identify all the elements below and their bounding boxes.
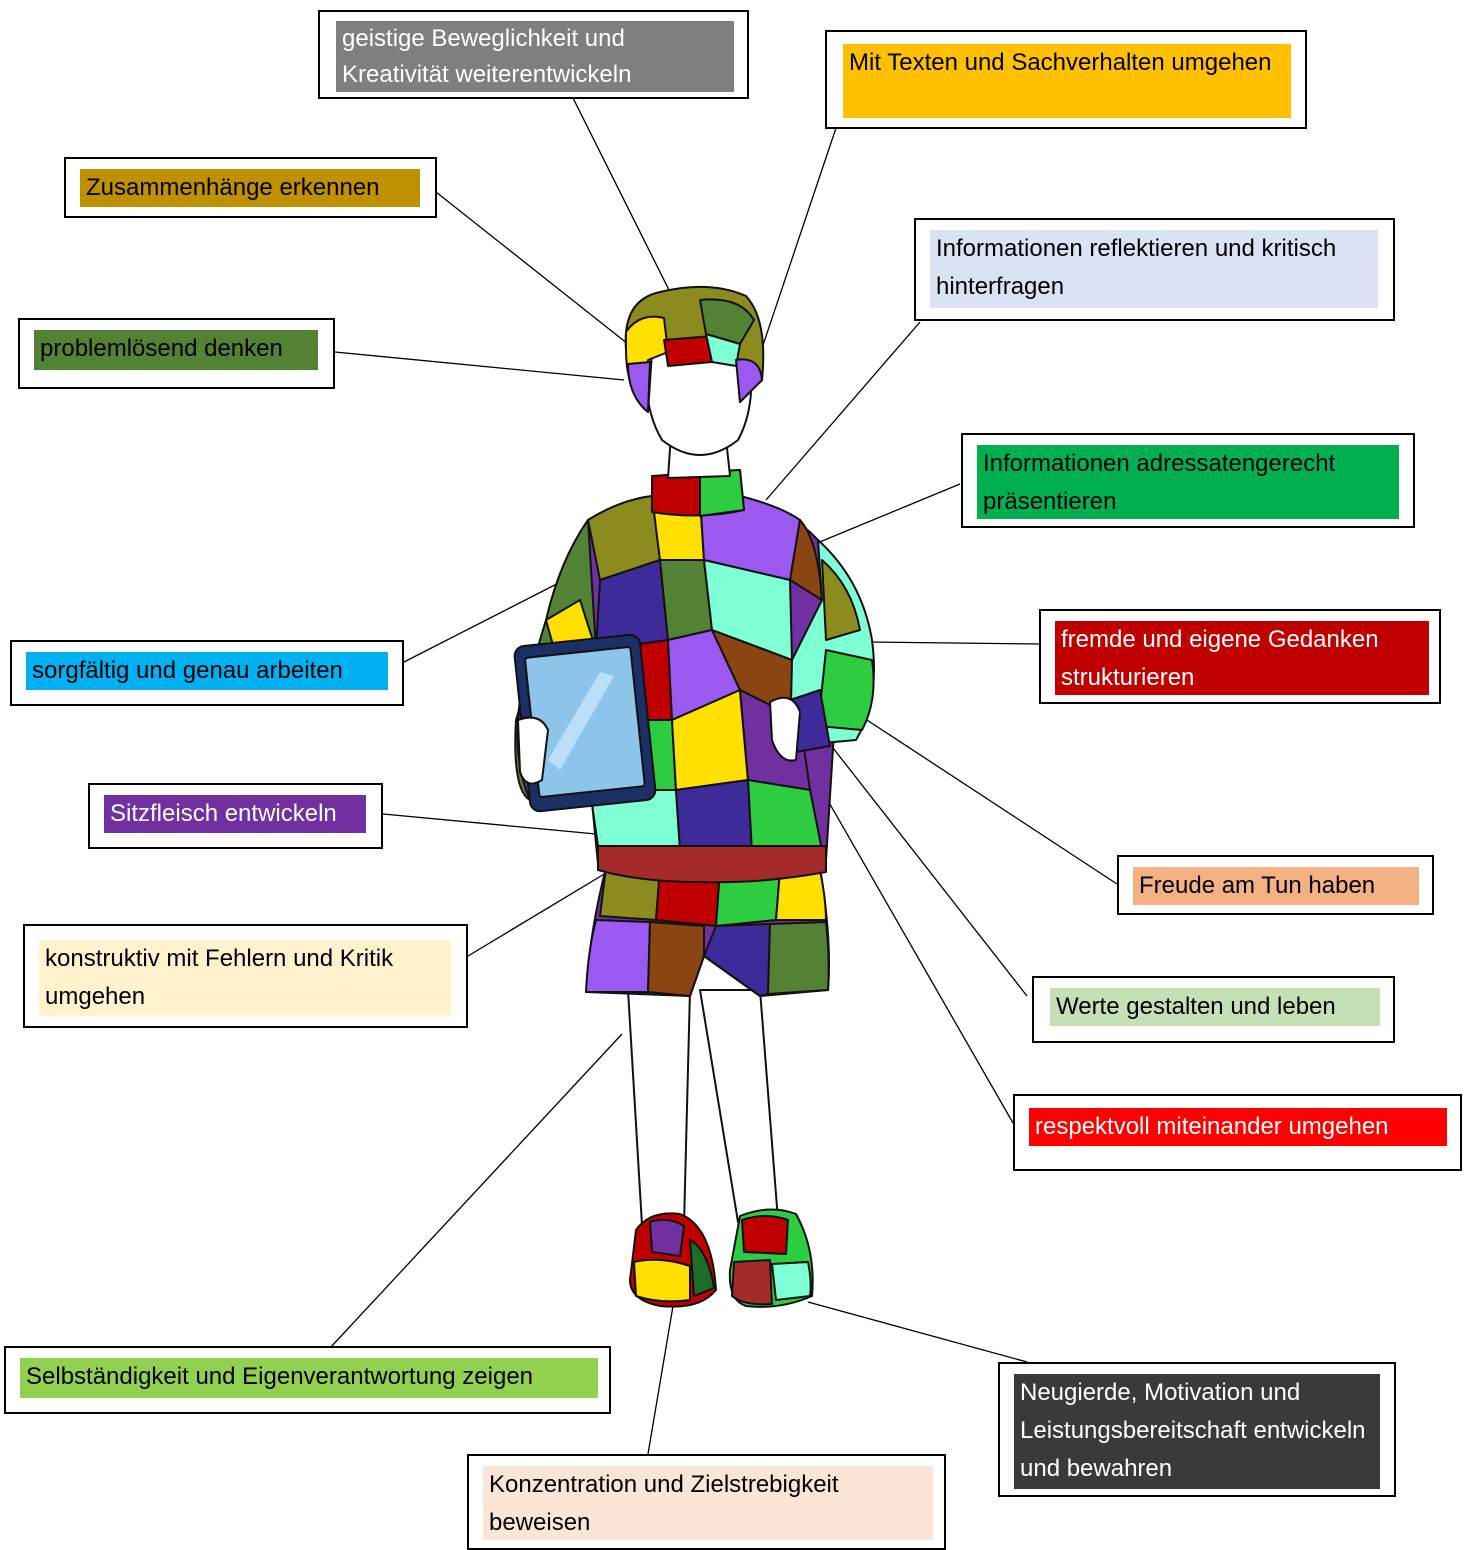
label-problem: problemlösend denken xyxy=(34,330,318,370)
connector-sorgfalt xyxy=(403,569,585,663)
connector-selbst xyxy=(329,1033,623,1349)
right-arm xyxy=(789,539,875,753)
head xyxy=(645,314,753,456)
box-werte: Werte gestalten und leben xyxy=(1032,976,1395,1043)
box-geistige: geistige Beweglichkeit und Kreativität w… xyxy=(318,10,749,99)
box-konstruktiv: konstruktiv mit Fehlern und Kritik umgeh… xyxy=(23,924,468,1028)
box-sorgfalt: sorgfältig und genau arbeiten xyxy=(10,640,404,706)
connector-sitz xyxy=(382,813,597,835)
box-fremde: fremde und eigene Gedanken strukturieren xyxy=(1039,609,1441,704)
label-freude: Freude am Tun haben xyxy=(1133,867,1419,905)
connector-werte xyxy=(807,715,1028,997)
box-neugierde: Neugierde, Motivation und Leistungsberei… xyxy=(998,1362,1396,1497)
sweater xyxy=(581,495,837,884)
left-hand xyxy=(517,716,549,785)
label-konstruktiv: konstruktiv mit Fehlern und Kritik umgeh… xyxy=(39,940,451,1016)
label-texte: Mit Texten und Sachverhalten umgehen xyxy=(843,44,1291,118)
connector-zusammen xyxy=(435,191,629,345)
label-neugierde: Neugierde, Motivation und Leistungsberei… xyxy=(1014,1374,1380,1489)
label-respekt: respektvoll miteinander umgehen xyxy=(1029,1108,1447,1146)
left-leg xyxy=(627,989,691,1226)
box-zusammen: Zusammenhänge erkennen xyxy=(64,157,437,218)
hair xyxy=(624,285,765,413)
right-leg xyxy=(699,989,779,1223)
patchwork-figure xyxy=(513,285,875,1308)
connector-problem xyxy=(334,351,625,381)
box-reflektieren: Informationen reflektieren und kritisch … xyxy=(914,218,1395,321)
box-freude: Freude am Tun haben xyxy=(1117,855,1434,915)
box-respekt: respektvoll miteinander umgehen xyxy=(1013,1094,1462,1171)
connector-neugierde xyxy=(807,1301,1028,1363)
connector-respekt xyxy=(799,751,1014,1124)
label-reflektieren: Informationen reflektieren und kritisch … xyxy=(930,230,1378,308)
label-selbst: Selbständigkeit und Eigenverantwortung z… xyxy=(20,1358,598,1398)
label-konzentration: Konzentration und Zielstrebigkeit beweis… xyxy=(483,1466,933,1540)
neck xyxy=(667,419,731,479)
label-praesentieren: Informationen adressatengerecht präsenti… xyxy=(977,445,1399,519)
connector-geistige xyxy=(572,97,671,293)
collar xyxy=(651,469,745,517)
right-hand xyxy=(769,696,801,762)
box-konzentration: Konzentration und Zielstrebigkeit beweis… xyxy=(467,1454,946,1550)
left-shoe xyxy=(629,1212,717,1308)
connector-praesentieren xyxy=(809,483,961,547)
box-selbst: Selbständigkeit und Eigenverantwortung z… xyxy=(4,1346,611,1414)
connector-freude xyxy=(805,679,1118,885)
connector-konzentration xyxy=(647,1305,674,1455)
box-sitz: Sitzfleisch entwickeln xyxy=(88,783,383,849)
label-fremde: fremde und eigene Gedanken strukturieren xyxy=(1055,621,1429,695)
connector-reflektieren xyxy=(765,321,921,501)
label-zusammen: Zusammenhänge erkennen xyxy=(80,169,420,207)
label-sitz: Sitzfleisch entwickeln xyxy=(104,795,366,833)
right-shoe xyxy=(728,1208,814,1308)
label-werte: Werte gestalten und leben xyxy=(1050,988,1380,1026)
tablet-icon xyxy=(513,633,657,813)
label-sorgfalt: sorgfältig und genau arbeiten xyxy=(26,652,388,690)
box-praesentieren: Informationen adressatengerecht präsenti… xyxy=(961,433,1415,528)
shorts xyxy=(585,867,830,997)
label-geistige: geistige Beweglichkeit und Kreativität w… xyxy=(336,21,734,92)
connector-fremde xyxy=(865,641,1041,645)
connector-texte xyxy=(757,127,837,361)
left-arm xyxy=(514,519,597,801)
box-problem: problemlösend denken xyxy=(18,318,335,389)
box-texte: Mit Texten und Sachverhalten umgehen xyxy=(825,30,1307,129)
connector-konstruktiv xyxy=(467,872,607,957)
